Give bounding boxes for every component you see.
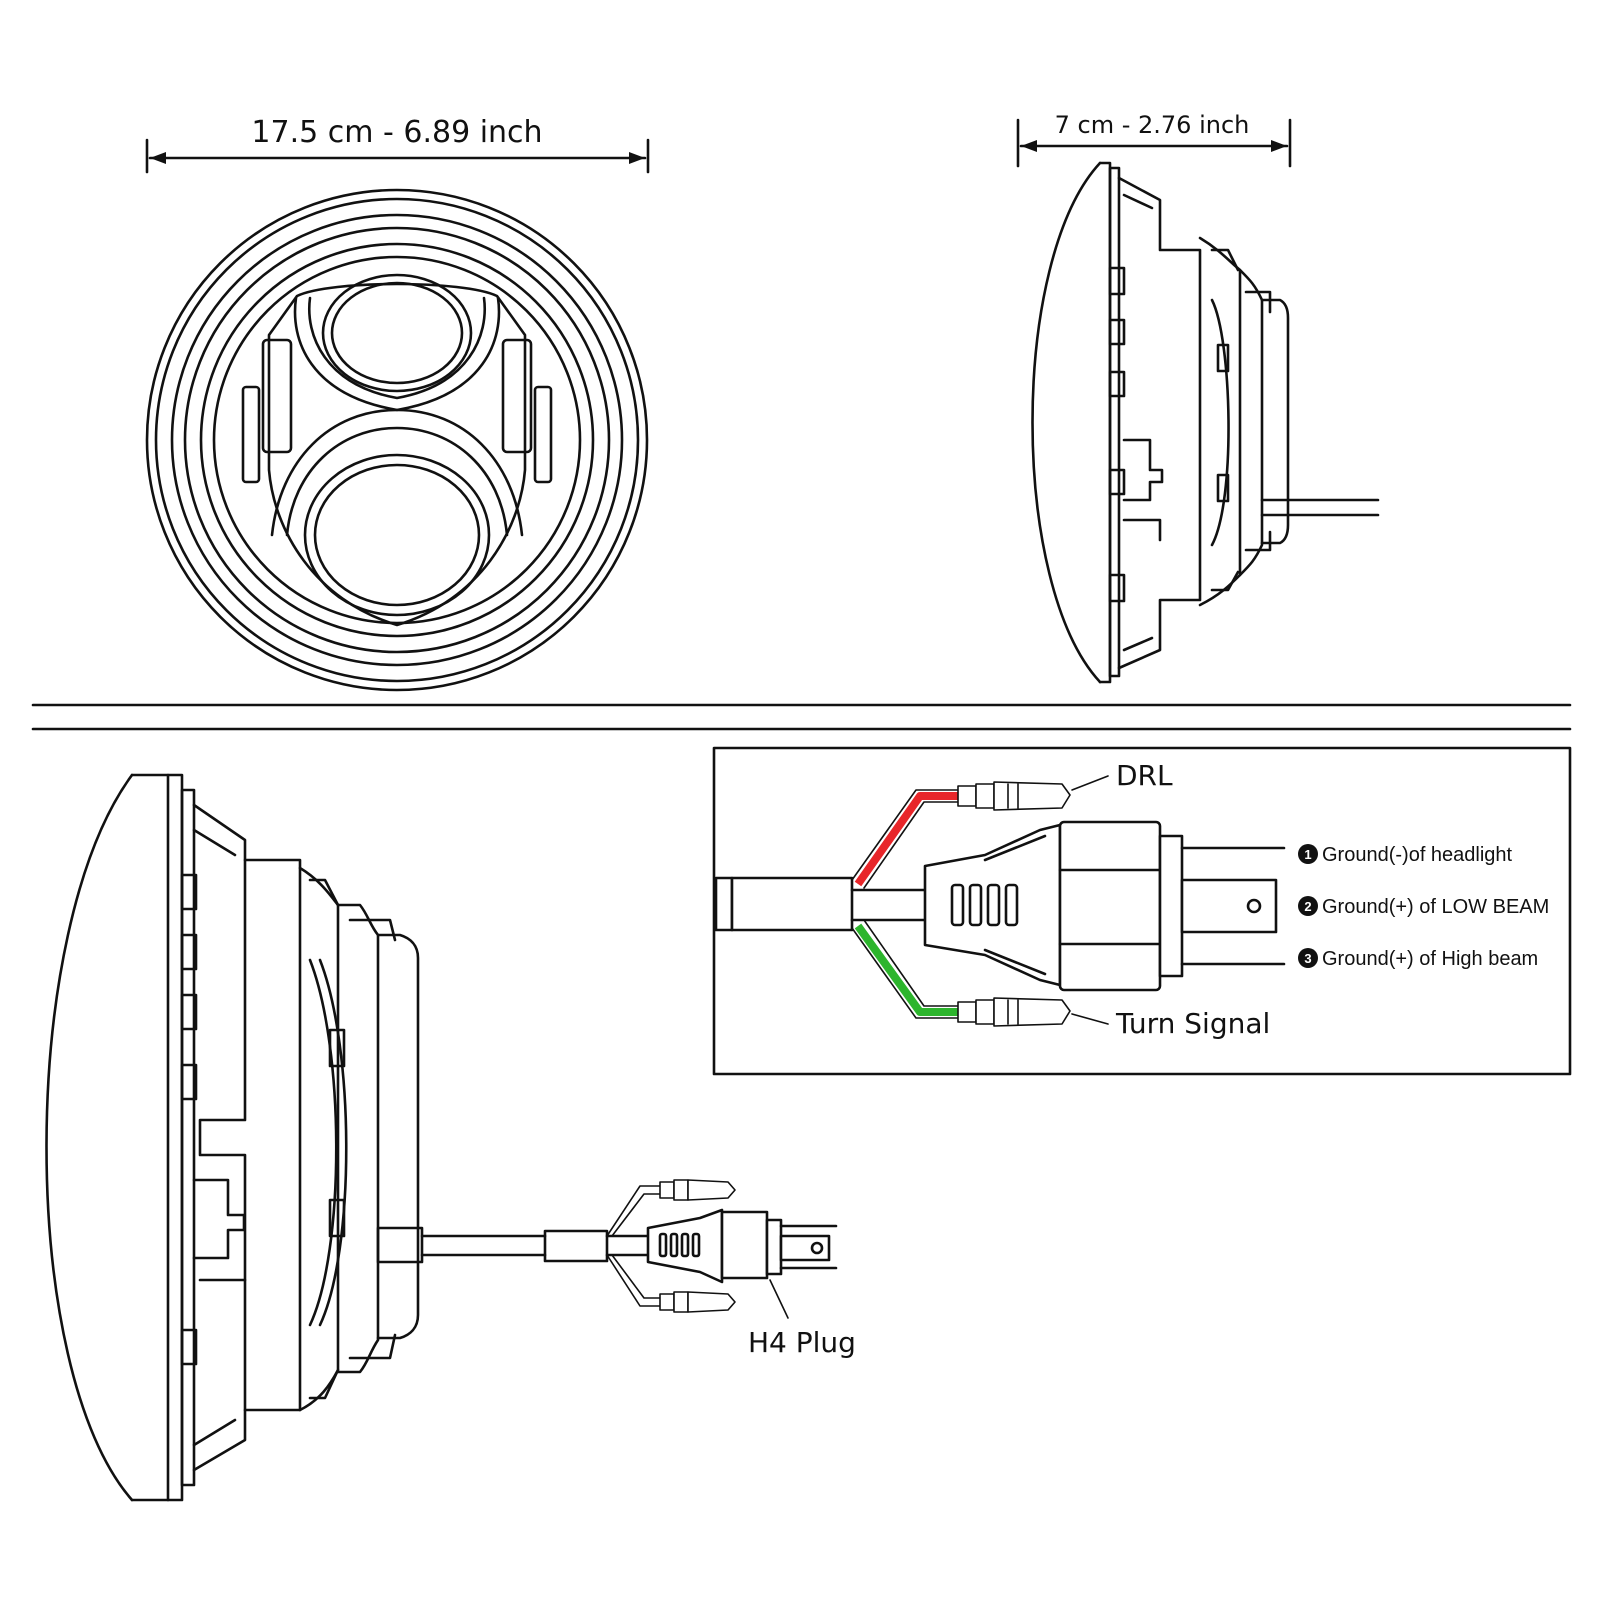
- h4-plug-detail: [923, 820, 1286, 992]
- pin-legend-text-2: Ground(+) of LOW BEAM: [1322, 896, 1549, 918]
- depth-dimension-label: 7 cm - 2.76 inch: [1055, 111, 1250, 139]
- drl-wire: [854, 792, 958, 887]
- turn-signal-label: Turn Signal: [1115, 1007, 1270, 1040]
- drl-connector: [957, 775, 1109, 811]
- h4-plug-label: H4 Plug: [748, 1326, 856, 1359]
- pin-legend: 1 Ground(-)of headlight 2 Ground(+) of L…: [1298, 844, 1549, 970]
- depth-dimension: 7 cm - 2.76 inch: [1016, 111, 1292, 168]
- wiring-detail-box: DRL Turn Signal: [712, 746, 1572, 1076]
- drl-label: DRL: [1116, 759, 1173, 792]
- turn-signal-wire: [854, 923, 958, 1016]
- turn-signal-connector: [957, 997, 1109, 1027]
- side-view-headlight-large: H4 Plug: [45, 773, 856, 1502]
- pin-number-2: 2: [1304, 899, 1311, 914]
- section-separator: [31, 703, 1572, 731]
- pin-legend-text-3: Ground(+) of High beam: [1322, 948, 1538, 970]
- front-view-headlight: [145, 188, 649, 692]
- pin-number-1: 1: [1304, 847, 1311, 862]
- pin-legend-text-1: Ground(-)of headlight: [1322, 844, 1513, 866]
- width-dimension-label: 17.5 cm - 6.89 inch: [251, 115, 542, 150]
- pin-legend-item-3: 3 Ground(+) of High beam: [1298, 948, 1538, 970]
- pin-legend-item-1: 1 Ground(-)of headlight: [1298, 844, 1513, 866]
- side-view-headlight: [1031, 161, 1380, 684]
- pin-legend-item-2: 2 Ground(+) of LOW BEAM: [1298, 896, 1549, 918]
- width-dimension: 17.5 cm - 6.89 inch: [145, 115, 650, 174]
- pin-number-3: 3: [1304, 951, 1311, 966]
